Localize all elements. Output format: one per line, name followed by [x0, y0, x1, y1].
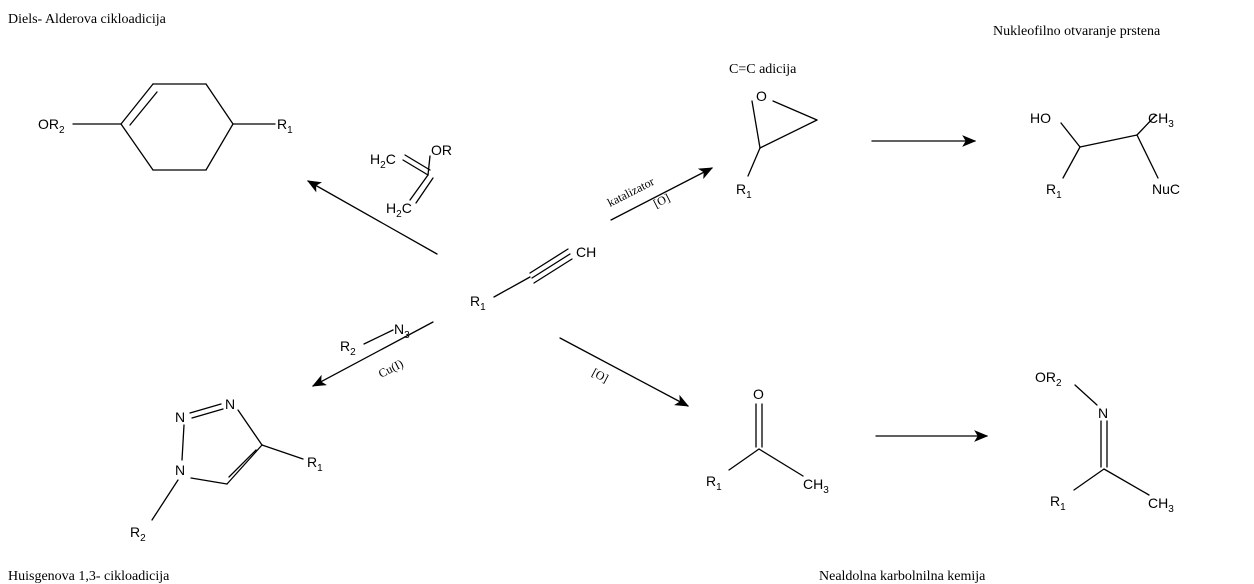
ch3-bond [1103, 468, 1150, 496]
triazole-n-top-left: N [175, 409, 185, 425]
diene-double-bond [415, 177, 434, 204]
ketone-oxygen-label: O [753, 386, 764, 402]
heading-nucleophilic-ring-opening: Nukleofilno otvaranje prstena [993, 24, 1161, 39]
r1-bond [1073, 468, 1105, 491]
ho-label: HO [1030, 110, 1051, 126]
arrow-to-epoxide [610, 167, 714, 221]
arrow-to-triazole [311, 321, 434, 387]
terminal-alkyne: R1 CH [470, 244, 596, 313]
heading-cc-addition: C=C adicija [729, 62, 797, 77]
ketone: O R1 CH3 [706, 386, 829, 496]
ring-bond [205, 123, 234, 171]
triple-bond-line-1 [529, 248, 569, 274]
ch3-label: CH3 [1148, 110, 1174, 130]
o-n-bond [1074, 384, 1098, 406]
triazole-r2-label: R2 [130, 524, 146, 544]
oxime-or2-label: OR2 [1035, 369, 1062, 389]
epoxide-oxygen-label: O [756, 88, 767, 104]
triazole-n-top-right: N [225, 396, 235, 412]
oxime-n-label: N [1098, 405, 1108, 421]
ch3-bond [1136, 114, 1157, 136]
or2-label: OR2 [38, 116, 65, 136]
triple-bond-line-3 [533, 258, 573, 284]
epoxidation-oxidant-label: [O] [651, 191, 672, 211]
diene-reagent: H2C OR H2C [370, 142, 452, 220]
azide-bond [363, 329, 394, 345]
azide-catalyst-label: Cu(I) [376, 356, 406, 380]
arrow-to-diels-alder [306, 180, 438, 255]
ring-bond [120, 123, 154, 171]
r1-bond [728, 448, 760, 471]
diene-bond [409, 174, 429, 201]
ring-bond [120, 83, 154, 125]
epoxide-bond [751, 100, 761, 149]
ring-bond [190, 477, 228, 485]
oxidation-oxidant-label: [O] [590, 365, 611, 385]
alkyne-ch-label: CH [576, 244, 596, 260]
heading-non-aldol: Nealdolna karbolnilna kemija [819, 569, 986, 584]
diene-h2c-top-label: H2C [370, 151, 396, 171]
oxime-ch3-label: CH3 [1148, 495, 1174, 515]
ch3-bond [758, 448, 804, 477]
ring-bond [181, 424, 185, 461]
oxime-r1-label: R1 [1050, 493, 1066, 513]
arrow-to-ketone [559, 337, 690, 407]
epoxidation-catalyst-label: katalizator [605, 174, 656, 209]
r1-bond [261, 444, 304, 460]
diene-double-bond [404, 154, 431, 171]
azide-reagent: R2 N3 Cu(I) [340, 321, 410, 381]
heading-diels-alder: Diels- Alderova cikloadicija [8, 12, 167, 27]
ring-bond [205, 83, 234, 125]
diene-h2c-bottom-label: H2C [386, 200, 412, 220]
alkyne-r1-label: R1 [470, 293, 486, 313]
nn-double-bond-inner [191, 408, 224, 419]
epoxide-bond [772, 100, 818, 121]
alkyne-r-bond [493, 276, 531, 298]
r2-bond [151, 479, 179, 521]
ring-double-bond-inner [228, 449, 257, 478]
triple-bond-line-2 [531, 253, 571, 279]
epoxide: O R1 [736, 88, 818, 201]
nuc-bond [1136, 134, 1159, 179]
ketone-r1-label: R1 [706, 473, 722, 493]
r1-label: R1 [277, 116, 293, 136]
ketone-ch3-label: CH3 [803, 476, 829, 496]
ring-bond [237, 409, 263, 446]
epoxide-r1-bond [747, 147, 761, 177]
nuc-label: NuC [1152, 181, 1180, 197]
ring-double-bond-inner [129, 91, 158, 126]
diene-bond [402, 159, 429, 176]
triazole: N N N R1 R2 [130, 396, 323, 544]
diene-or-label: OR [431, 142, 452, 158]
epoxide-r1-label: R1 [736, 181, 752, 201]
ho-bond [1060, 122, 1081, 148]
triazole-n-bottom: N [175, 462, 185, 478]
azide-r2-label: R2 [340, 338, 356, 358]
heading-huisgen: Huisgenova 1,3- cikloadicija [8, 569, 170, 584]
backbone-bond [1079, 134, 1138, 148]
oxime-ether: OR2 N R1 CH3 [1035, 369, 1174, 515]
diene-bond [427, 155, 431, 176]
cyclohexene-product: OR2 R1 [38, 83, 293, 171]
ring-bond [226, 444, 263, 485]
ring-opened-product: HO CH3 R1 NuC [1030, 110, 1180, 201]
r1-bond [1062, 146, 1081, 179]
nn-double-bond [189, 403, 222, 414]
epoxide-bond [759, 119, 818, 149]
triazole-r1-label: R1 [307, 454, 323, 474]
r1-label: R1 [1046, 181, 1062, 201]
